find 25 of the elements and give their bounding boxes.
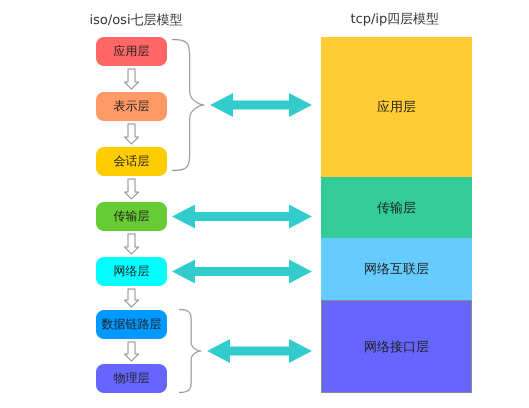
curly-brace <box>178 308 202 394</box>
layer-block: 应用层 <box>321 37 472 177</box>
double-arrow <box>210 93 312 117</box>
layer-block: 网络互联层 <box>321 238 472 300</box>
double-arrow <box>172 204 312 228</box>
arrow <box>124 178 139 200</box>
layer-box: 网络层 <box>96 257 167 286</box>
layer-block: 网络接口层 <box>321 300 472 393</box>
layer-box: 传输层 <box>96 202 167 231</box>
layer-block: 传输层 <box>321 177 472 238</box>
layer-box: 物理层 <box>96 364 167 393</box>
layer-box: 应用层 <box>96 37 167 66</box>
arrow <box>124 124 139 144</box>
arrow <box>124 342 139 362</box>
column-title: iso/osi七层模型 <box>90 12 183 29</box>
layer-box: 表示层 <box>96 92 167 121</box>
layer-box: 会话层 <box>96 147 167 176</box>
curly-brace <box>171 38 205 172</box>
double-arrow <box>207 339 312 363</box>
layer-box: 数据链路层 <box>96 310 167 339</box>
column-title: tcp/ip四层模型 <box>350 11 440 28</box>
arrow <box>124 234 139 254</box>
double-arrow <box>172 260 312 284</box>
arrow <box>124 68 139 90</box>
arrow <box>124 288 139 308</box>
